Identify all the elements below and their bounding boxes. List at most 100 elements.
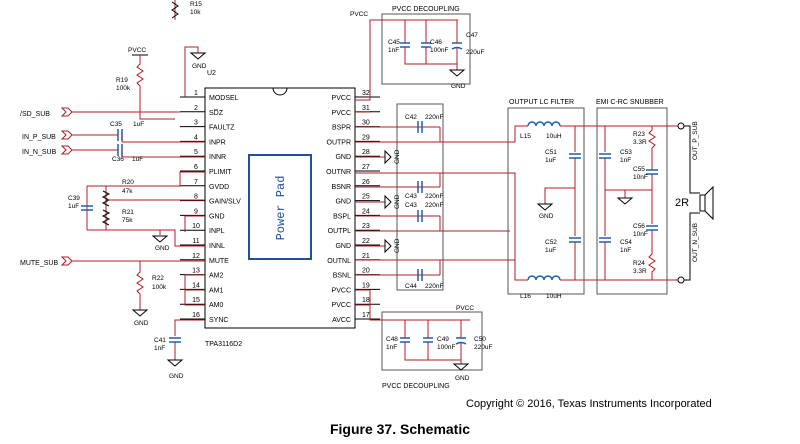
gnd-label-28: GND	[394, 149, 401, 164]
c42-value: 220nF	[425, 114, 443, 121]
pvcc-label-top: PVCC	[350, 11, 368, 18]
c52-ref: C52	[545, 239, 557, 246]
c54-value: 1nF	[620, 247, 631, 254]
pin-number: 7	[194, 179, 198, 186]
net-in-n-sub: IN_N_SUB	[22, 149, 57, 156]
c45-ref: C45	[388, 39, 400, 46]
c47-ref: C47	[466, 32, 478, 39]
c46-ref: C46	[430, 39, 442, 46]
r24-value: 3.3R	[633, 268, 647, 275]
section-emi-snubber: EMI C-RC SNUBBER	[596, 99, 664, 106]
pvcc-label-bottom: PVCC	[456, 305, 474, 312]
pin-name: GAIN/SLV	[209, 199, 241, 206]
pin-number: 27	[362, 164, 370, 171]
output-lc-filter-box	[507, 107, 585, 295]
pin-number: 16	[192, 312, 200, 319]
ic-part: TPA3116D2	[205, 341, 242, 348]
r19-value: 100k	[116, 85, 131, 92]
pin-name: OUTNL	[327, 258, 351, 265]
l15-value: 10uH	[546, 133, 562, 140]
pin-name: GND	[335, 243, 351, 250]
c43a-value: 220nF	[425, 193, 443, 200]
pin-name: OUTNR	[326, 169, 351, 176]
r23-ref: R23	[633, 131, 645, 138]
r23-value: 3.3R	[633, 139, 647, 146]
pin-name: OUTPL	[328, 228, 351, 235]
ic-pins: 1MODSEL2SD̅Z3FAULTZ4INPR5INNR6PLIMIT7GVD…	[180, 90, 380, 324]
gnd-label-lc: GND	[539, 213, 554, 220]
c35-value: 1uF	[133, 121, 144, 128]
pin-number: 31	[362, 105, 370, 112]
pin-number: 22	[362, 238, 370, 245]
power-pad	[248, 154, 312, 260]
pin-name: SD̅Z	[209, 109, 224, 117]
c55-value: 10nF	[633, 174, 648, 181]
pin-number: 12	[192, 253, 200, 260]
pin-number: 5	[194, 149, 198, 156]
c43b-ref: C43	[405, 202, 417, 209]
pin-name: AVCC	[332, 317, 351, 324]
pin-number: 28	[362, 149, 370, 156]
c36-ref: C36	[112, 156, 124, 163]
pin-name: BSPL	[333, 213, 351, 220]
speaker-value: 2R	[675, 197, 689, 209]
pvcc-decoupling-bottom-box	[381, 311, 483, 371]
r22-ref: R22	[152, 275, 164, 282]
pin-name: OUTPR	[327, 139, 352, 146]
gnd-label-9: GND	[155, 245, 170, 252]
r21-value: 75k	[122, 217, 133, 224]
pin-number: 24	[362, 208, 370, 215]
pin-name: INPL	[209, 228, 225, 235]
pin-name: AM2	[209, 273, 224, 280]
c48-ref: C48	[386, 336, 398, 343]
net-sd-sub: /SD_SUB	[20, 111, 50, 118]
speaker-icon	[699, 194, 706, 212]
pin-number: 18	[362, 297, 370, 304]
pin-name: BSNL	[333, 273, 351, 280]
pin-number: 13	[192, 268, 200, 275]
r20-ref: R20	[122, 179, 134, 186]
c47-value: 220uF	[466, 49, 484, 56]
pin-name: GND	[335, 154, 351, 161]
gnd-label-c41: GND	[169, 373, 184, 380]
l16-ref: L16	[520, 293, 531, 300]
gnd-label-22: GND	[394, 238, 401, 253]
r15-value: 10k	[190, 9, 201, 16]
pin-name: INPR	[209, 139, 226, 146]
pin-number: 11	[192, 238, 199, 245]
pin-number: 25	[362, 194, 370, 201]
pin-name: PVCC	[332, 302, 351, 309]
c46-value: 100nF	[430, 47, 448, 54]
ic-notch	[272, 87, 288, 96]
r15-ref: R15	[190, 1, 202, 8]
pin-number: 30	[362, 120, 370, 127]
pin-name: BSNR	[332, 184, 351, 191]
pin-number: 1	[194, 90, 198, 97]
net-out-p-sub: OUT_P_SUB	[692, 121, 699, 160]
c44-ref: C44	[405, 283, 417, 290]
c39-value: 1uF	[68, 203, 79, 210]
c52-value: 1uF	[545, 247, 556, 254]
pin-name: MODSEL	[209, 95, 239, 102]
pin-number: 9	[194, 208, 198, 215]
pin-number: 15	[192, 297, 200, 304]
gnd-label: GND	[192, 63, 207, 70]
c43a-ref: C43	[405, 193, 417, 200]
section-output-lc-filter: OUTPUT LC FILTER	[509, 99, 574, 106]
pin-name: PVCC	[332, 110, 351, 117]
c45-value: 1nF	[388, 47, 399, 54]
r20-value: 47k	[122, 188, 133, 195]
ic-ref: U2	[207, 70, 216, 77]
gnd-label-bottom: GND	[455, 375, 470, 382]
pin-name: PVCC	[332, 95, 351, 102]
c51-value: 1uF	[545, 157, 556, 164]
r22-value: 100k	[152, 284, 167, 291]
copyright-text: Copyright © 2016, Texas Instruments Inco…	[466, 398, 712, 410]
pin-number: 8	[194, 194, 198, 201]
net-out-n-sub: OUT_N_SUB	[692, 223, 699, 262]
pin-number: 6	[194, 164, 198, 171]
c55-ref: C55	[633, 166, 645, 173]
pin-number: 23	[362, 223, 370, 230]
pin-number: 17	[362, 312, 370, 319]
